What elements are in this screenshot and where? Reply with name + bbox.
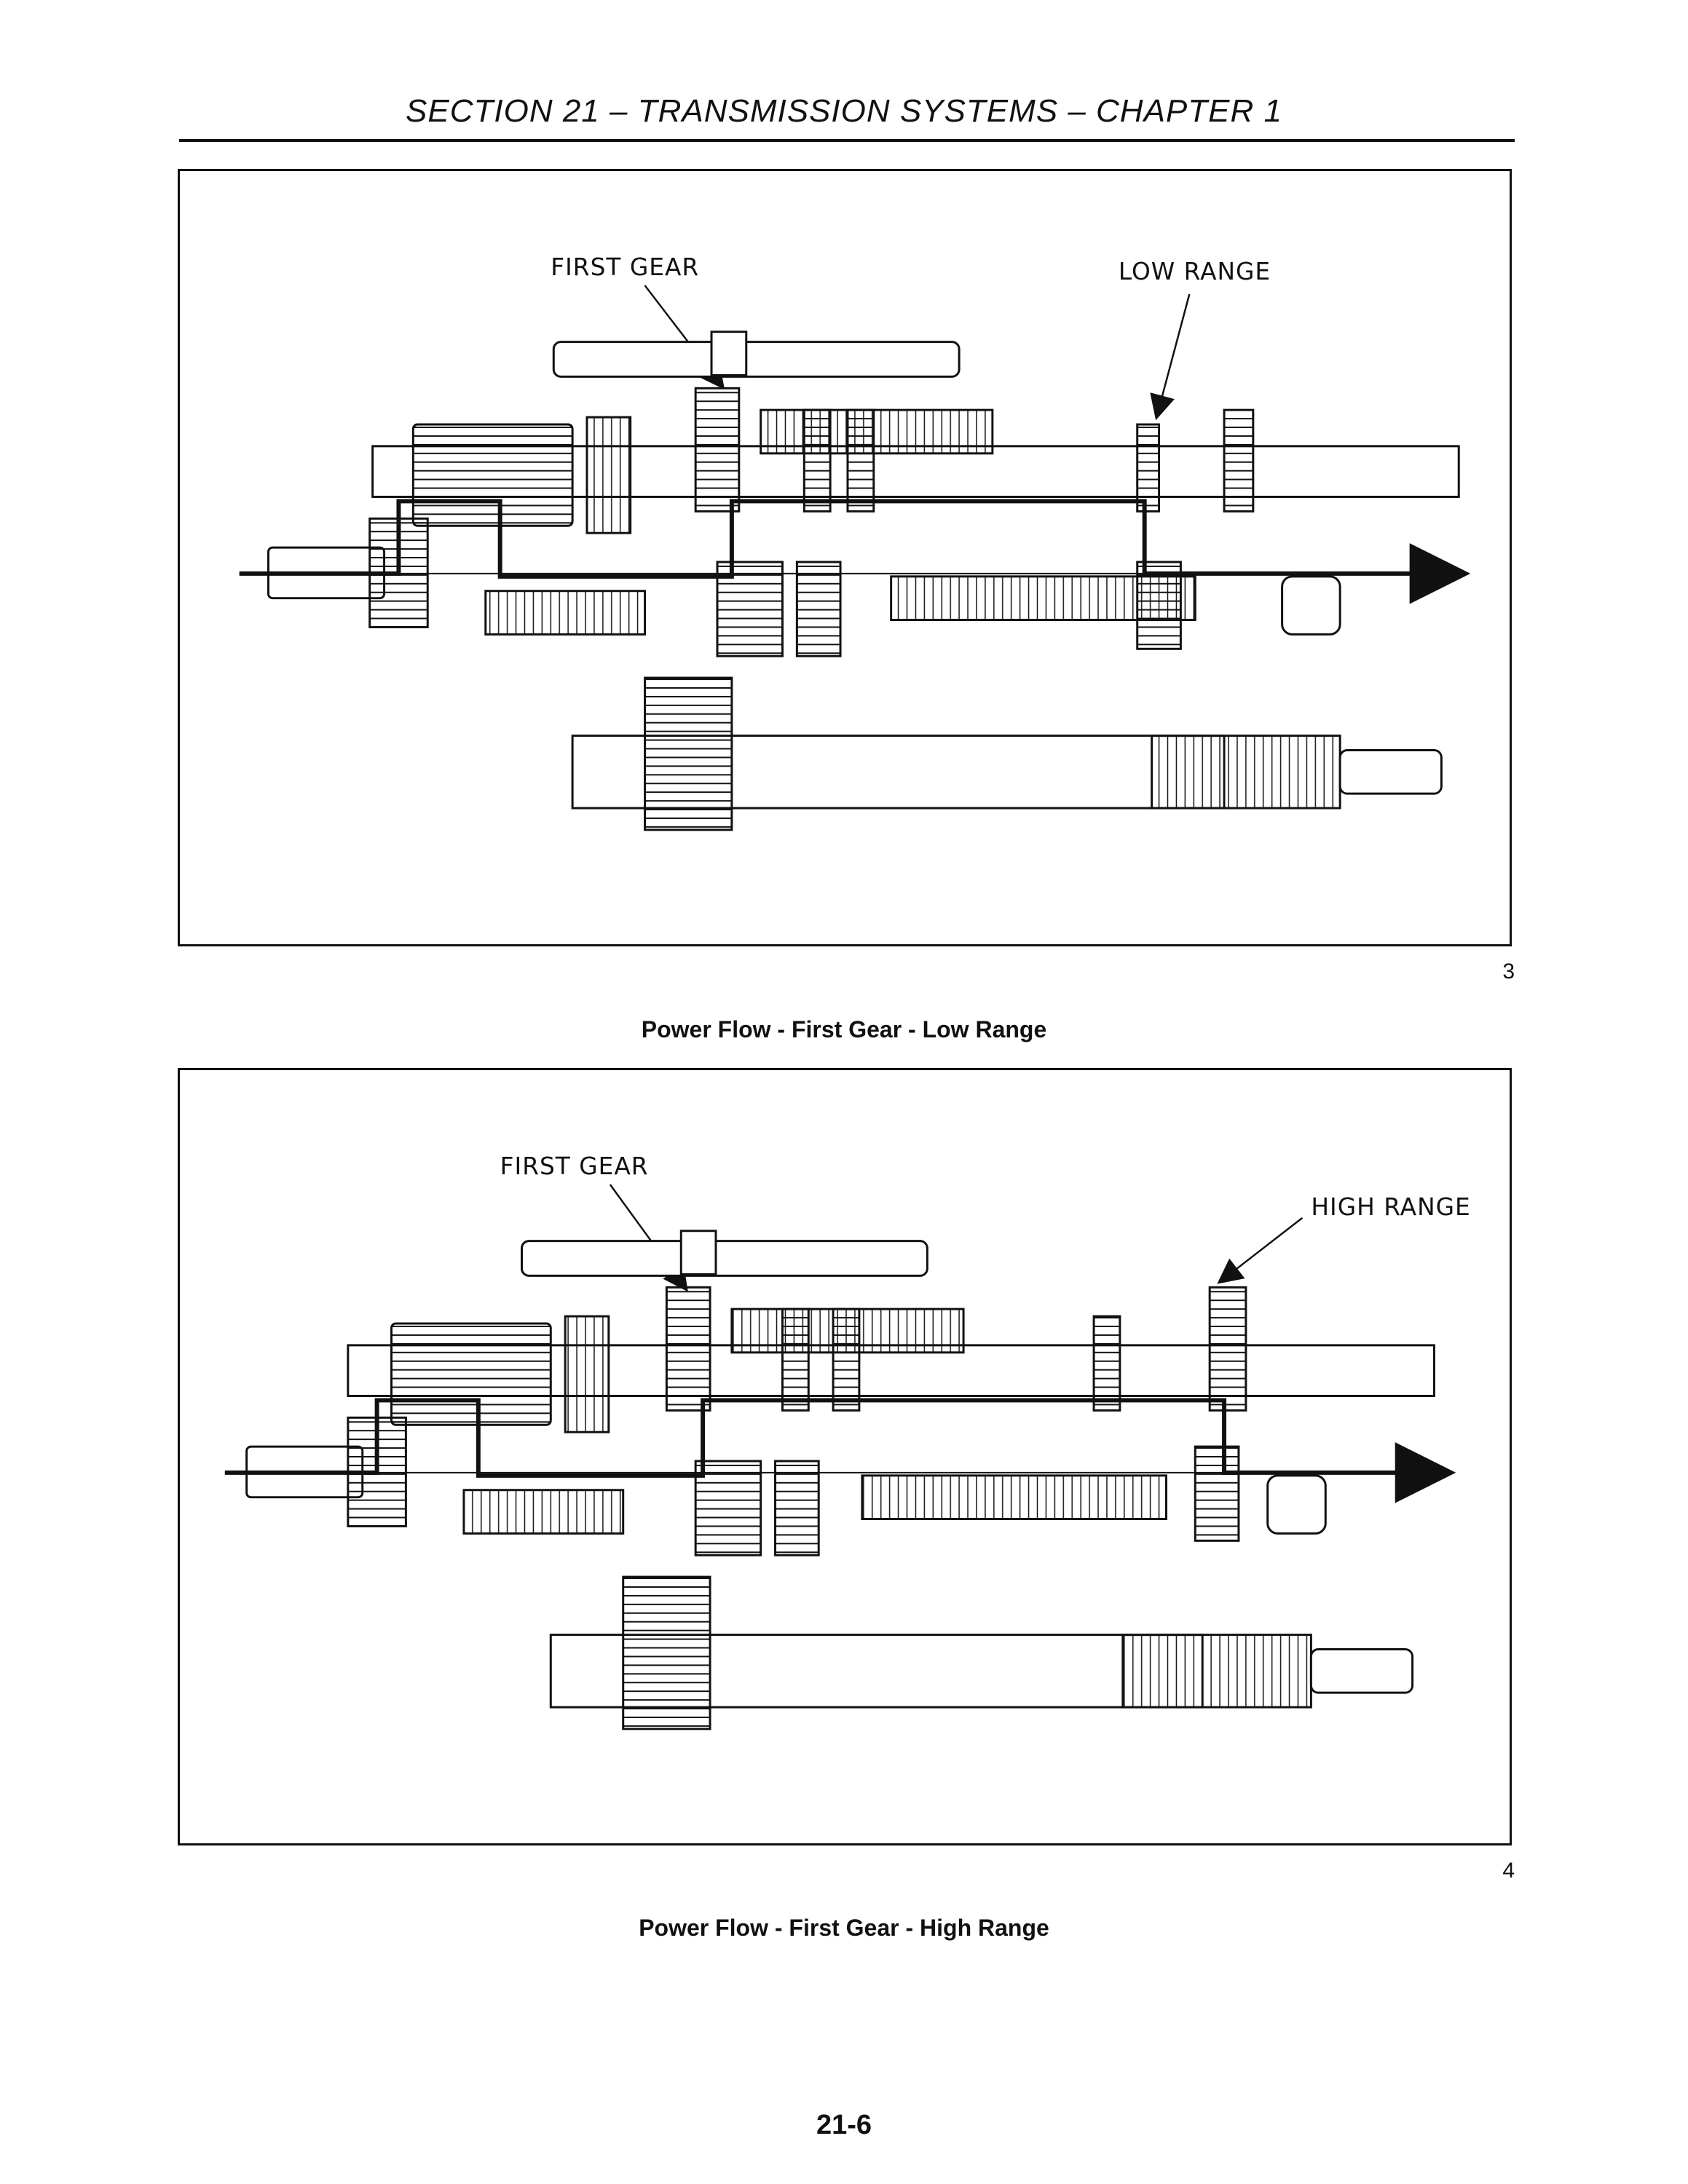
power-flow-path [239, 499, 1471, 604]
figure-1-drawing: FIRST GEAR LOW RANGE [239, 253, 1471, 831]
lower-spline [1121, 1634, 1312, 1709]
page-header-title: SECTION 21 – TRANSMISSION SYSTEMS – CHAP… [406, 93, 1282, 129]
main-spline-1 [484, 590, 647, 636]
power-flow-path [224, 1398, 1456, 1503]
upper-spline-2 [760, 408, 994, 455]
figure-2-number: 4 [1502, 1859, 1515, 1883]
output-coupling [1281, 575, 1341, 636]
low-range-leader [1150, 293, 1191, 421]
lower-output [1309, 1648, 1414, 1694]
upper-gear-a [802, 408, 832, 513]
input-housing-gear [390, 1322, 552, 1426]
figure-1-number: 3 [1502, 960, 1515, 984]
upper-gear-a [781, 1307, 810, 1412]
lower-spline [1151, 735, 1341, 810]
upper-spline [564, 1315, 610, 1433]
shift-rail-top [521, 1240, 928, 1277]
flow-line [239, 499, 1471, 604]
shift-block [710, 331, 748, 376]
transmission-diagram [239, 331, 1460, 831]
lower-gear [622, 1575, 711, 1730]
first-gear-upper [665, 1286, 711, 1412]
shift-rail-top [552, 341, 961, 378]
figure-2-caption: Power Flow - First Gear - High Range [639, 1915, 1049, 1941]
upper-gear-b [846, 408, 875, 513]
lower-output [1338, 749, 1443, 795]
high-range-leader [1217, 1216, 1304, 1284]
first-gear-label: FIRST GEAR [500, 1152, 649, 1180]
figure-2-drawing: FIRST GEAR HIGH RANGE [224, 1152, 1470, 1730]
first-gear-label: FIRST GEAR [551, 253, 699, 281]
range-label-group: LOW RANGE [1119, 258, 1271, 421]
first-gear-upper [694, 387, 741, 513]
figure-1-caption: Power Flow - First Gear - Low Range [641, 1016, 1047, 1042]
page-number: 21-6 [816, 2110, 872, 2140]
lower-gear [644, 676, 733, 831]
shift-block [679, 1230, 717, 1275]
upper-gear-c [1092, 1315, 1121, 1412]
header-rule [179, 139, 1515, 142]
high-range-gear [1208, 1286, 1247, 1412]
main-gear-2 [795, 561, 842, 657]
low-range-gear [1136, 423, 1161, 513]
upper-gear-c [1223, 408, 1255, 513]
gear-label-group: FIRST GEAR [551, 253, 725, 390]
figure-2-frame: FIRST GEAR HIGH RANGE [178, 1068, 1512, 1845]
main-gear-1 [694, 1460, 762, 1556]
input-housing-gear [411, 423, 574, 527]
upper-spline [585, 416, 632, 534]
figure-1-frame: FIRST GEAR LOW RANGE [178, 169, 1512, 946]
main-gear-2 [774, 1460, 820, 1556]
upper-gear-b [832, 1307, 861, 1412]
main-gear-3 [1136, 561, 1182, 650]
main-spline-2 [861, 1474, 1167, 1521]
main-gear-3 [1194, 1445, 1240, 1542]
high-range-label: HIGH RANGE [1311, 1193, 1470, 1221]
output-coupling [1266, 1474, 1327, 1535]
low-range-label: LOW RANGE [1119, 258, 1271, 285]
transmission-diagram [224, 1230, 1435, 1730]
main-spline-1 [462, 1489, 625, 1535]
flow-line [224, 1398, 1456, 1503]
range-label-group: HIGH RANGE [1217, 1193, 1470, 1284]
